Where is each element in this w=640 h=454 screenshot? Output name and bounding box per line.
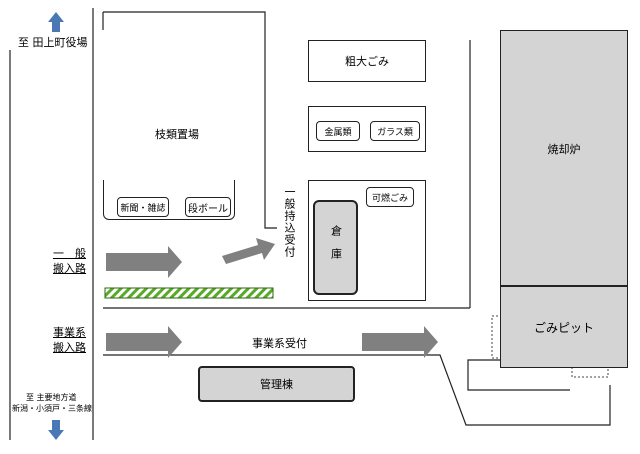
jigyo-route-label-2: 搬入路 (53, 341, 86, 354)
arrow-jigyo-entry-icon (106, 326, 182, 358)
green-hatch-strip (104, 287, 274, 299)
south-arrow-icon (48, 420, 64, 440)
shinbun-box: 新聞・雑誌 (117, 197, 169, 217)
garasu-box: ガラス類 (370, 121, 420, 141)
edarui-label: 枝類置場 (155, 128, 199, 141)
kanen-box: 可燃ごみ (366, 187, 414, 207)
danboru-box: 段ボール (185, 197, 231, 217)
arrow-ippan-diagonal-icon (222, 238, 275, 264)
kinzoku-box: 金属類 (316, 121, 360, 141)
ippan-route-label-2: 搬入路 (53, 262, 86, 275)
platform-outline (467, 359, 570, 391)
pit-connector-left (491, 315, 503, 359)
soko-box: 倉庫 (313, 200, 358, 295)
north-arrow-icon (48, 12, 64, 32)
south-direction-label-2: 新潟・小須戸・三条線 (12, 404, 92, 413)
ippan-route-label-1: 一 般 (53, 247, 86, 260)
branch-yard-bottom (103, 180, 235, 220)
south-direction-label-1: 至 主要地方道 (26, 393, 77, 402)
road-lower-curve (410, 354, 611, 426)
arrow-ippan-entry-icon (106, 246, 182, 278)
ippan-uketsuke-label: 一般持込受付 (283, 186, 296, 258)
jigyo-uketsuke-label: 事業系受付 (252, 337, 307, 350)
arrow-jigyo-exit-icon (362, 326, 438, 358)
shokyaku-box: 焼却炉 (500, 30, 628, 286)
gomipit-box: ごみピット (500, 286, 628, 368)
kanri-box: 管理棟 (198, 366, 355, 402)
upper-site-boundary (103, 11, 277, 229)
north-direction-label: 至 田上町役場 (18, 36, 88, 49)
sodai-box: 粗大ごみ (308, 40, 426, 82)
jigyo-route-label-1: 事業系 (53, 326, 86, 339)
